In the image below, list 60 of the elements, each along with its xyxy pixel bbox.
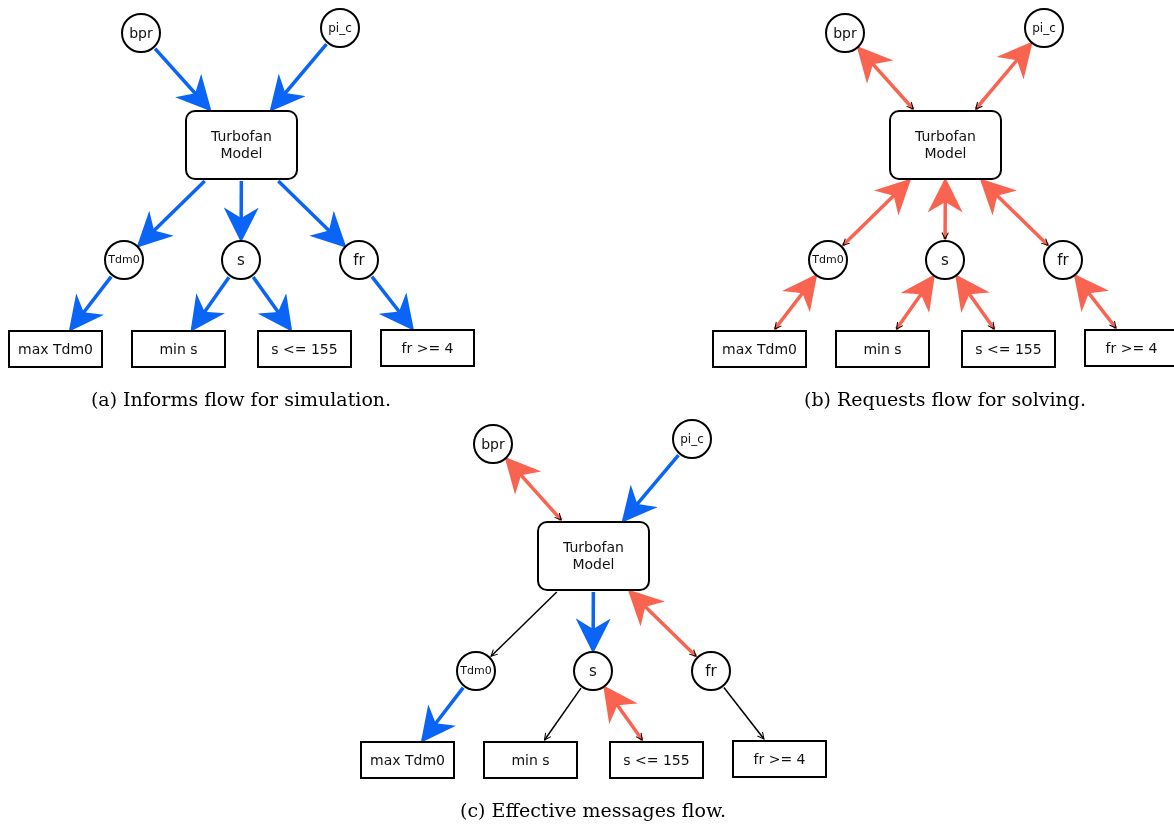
arrow bbox=[955, 274, 996, 330]
arrow bbox=[927, 177, 963, 240]
model-box: Turbofan Model bbox=[185, 110, 298, 180]
variable-circle: fr bbox=[691, 651, 731, 691]
arrow bbox=[269, 42, 328, 112]
variable-circle: fr bbox=[339, 240, 379, 280]
arrow bbox=[1073, 273, 1118, 330]
arrow bbox=[223, 181, 259, 243]
variable-circle: bpr bbox=[473, 424, 513, 464]
model-box: Turbofan Model bbox=[537, 521, 650, 591]
variable-circle: bpr bbox=[825, 13, 865, 53]
constraint-box: max Tdm0 bbox=[712, 330, 807, 368]
arrow bbox=[136, 179, 206, 248]
constraint-box: min s bbox=[835, 330, 930, 368]
arrow bbox=[575, 592, 611, 654]
arrow bbox=[621, 453, 680, 523]
caption: (a) Informs flow for simulation. bbox=[90, 388, 392, 410]
arrow bbox=[543, 687, 582, 741]
constraint-box: fr >= 4 bbox=[380, 329, 475, 367]
variable-circle: fr bbox=[1043, 240, 1083, 280]
variable-circle: Tdm0 bbox=[104, 240, 144, 280]
arrow bbox=[979, 178, 1050, 247]
constraint-box: fr >= 4 bbox=[732, 740, 827, 778]
constraint-box: s <= 155 bbox=[257, 330, 352, 368]
arrow bbox=[723, 686, 765, 740]
arrow bbox=[68, 275, 113, 332]
arrow bbox=[627, 589, 698, 658]
arrow bbox=[251, 276, 293, 332]
caption: (b) Requests flow for solving. bbox=[804, 388, 1086, 410]
arrow bbox=[856, 46, 915, 111]
variable-circle: Tdm0 bbox=[456, 651, 496, 691]
variable-circle: s bbox=[221, 240, 261, 280]
arrow bbox=[773, 273, 818, 331]
variable-circle: pi_c bbox=[1024, 8, 1064, 48]
arrow bbox=[504, 457, 563, 522]
arrow bbox=[277, 179, 347, 248]
constraint-box: max Tdm0 bbox=[360, 741, 455, 779]
constraint-box: min s bbox=[483, 741, 578, 779]
model-box: Turbofan Model bbox=[889, 110, 1002, 180]
constraint-box: max Tdm0 bbox=[8, 330, 103, 368]
arrow bbox=[974, 41, 1033, 111]
variable-circle: s bbox=[573, 651, 613, 691]
arrow bbox=[841, 178, 912, 247]
constraint-box: fr >= 4 bbox=[1084, 329, 1174, 367]
arrow bbox=[420, 686, 465, 743]
arrow bbox=[370, 275, 415, 331]
arrow bbox=[153, 47, 212, 112]
constraint-box: s <= 155 bbox=[609, 741, 704, 779]
constraint-box: min s bbox=[131, 330, 226, 368]
variable-circle: pi_c bbox=[672, 419, 712, 459]
arrow bbox=[895, 274, 935, 330]
arrow bbox=[603, 685, 644, 741]
constraint-box: s <= 155 bbox=[961, 330, 1056, 368]
variable-circle: Tdm0 bbox=[808, 240, 848, 280]
variable-circle: pi_c bbox=[320, 8, 360, 48]
variable-circle: bpr bbox=[121, 13, 161, 53]
variable-circle: s bbox=[925, 240, 965, 280]
caption: (c) Effective messages flow. bbox=[460, 799, 726, 821]
arrow bbox=[190, 276, 231, 332]
arrow bbox=[490, 591, 558, 658]
